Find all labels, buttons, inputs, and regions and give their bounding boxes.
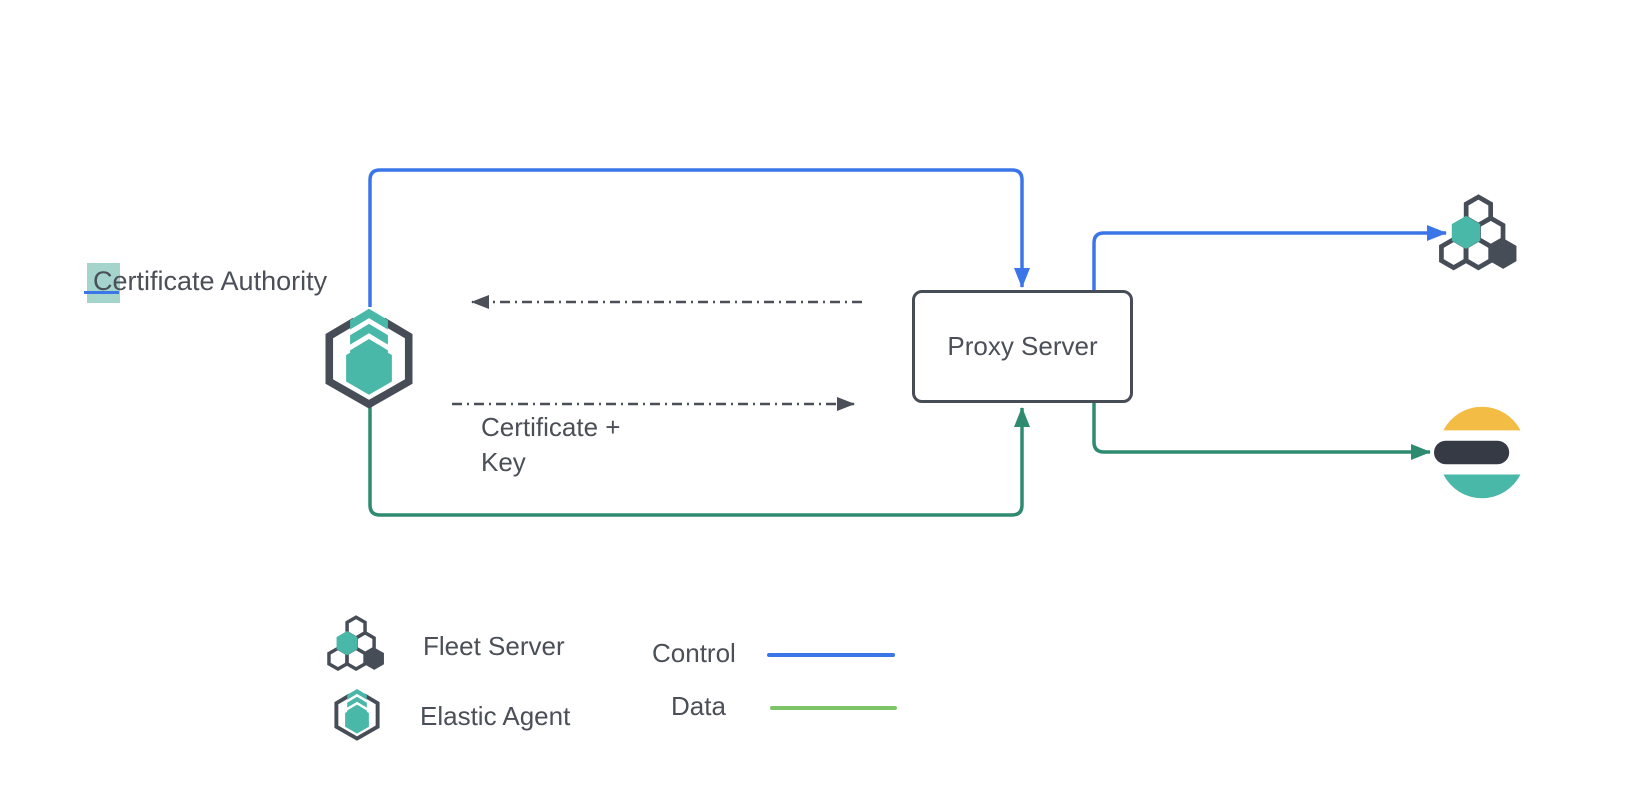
legend-control-label: Control xyxy=(652,638,736,668)
legend-elastic-agent-label: Elastic Agent xyxy=(420,701,571,731)
legend-data-label: Data xyxy=(671,691,726,721)
legend-elastic-agent-icon xyxy=(334,688,380,741)
text-cursor-underline xyxy=(84,291,119,294)
elasticsearch-icon-bottom-arc xyxy=(1443,474,1521,499)
elastic-agent-icon xyxy=(325,308,413,409)
elasticsearch-icon-top-arc xyxy=(1443,406,1521,431)
legend-fleet-server-icon xyxy=(327,615,384,672)
certificate-key-label: Certificate + Key xyxy=(481,410,620,480)
elasticsearch-icon xyxy=(1434,406,1521,499)
control-path-agent-to-proxy xyxy=(368,168,1030,307)
certificate-authority-rest: ertificate Authority xyxy=(112,266,328,296)
certificate-authority-text: Certificate Authority xyxy=(93,262,327,300)
fleet-server-icon xyxy=(1439,194,1517,271)
data-path-agent-to-proxy xyxy=(368,400,1030,517)
legend-data-line xyxy=(770,706,897,710)
text-selection-highlight xyxy=(87,263,120,303)
proxy-server-label: Proxy Server xyxy=(947,331,1098,361)
elasticsearch-icon-middle-bar xyxy=(1434,440,1510,465)
certificate-authority-label: Certificate Authority xyxy=(84,262,327,304)
certificate-key-line1: Certificate + xyxy=(481,412,621,442)
data-path-proxy-to-elasticsearch xyxy=(1092,402,1431,460)
control-path-proxy-to-fleet xyxy=(1092,225,1447,291)
legend-fleet-server-label: Fleet Server xyxy=(423,631,565,661)
legend-control-line xyxy=(767,653,895,657)
certificate-authority-highlighted-letter: C xyxy=(93,266,113,296)
proxy-server-node: Proxy Server xyxy=(912,290,1133,403)
certificate-key-line2: Key xyxy=(481,447,526,477)
